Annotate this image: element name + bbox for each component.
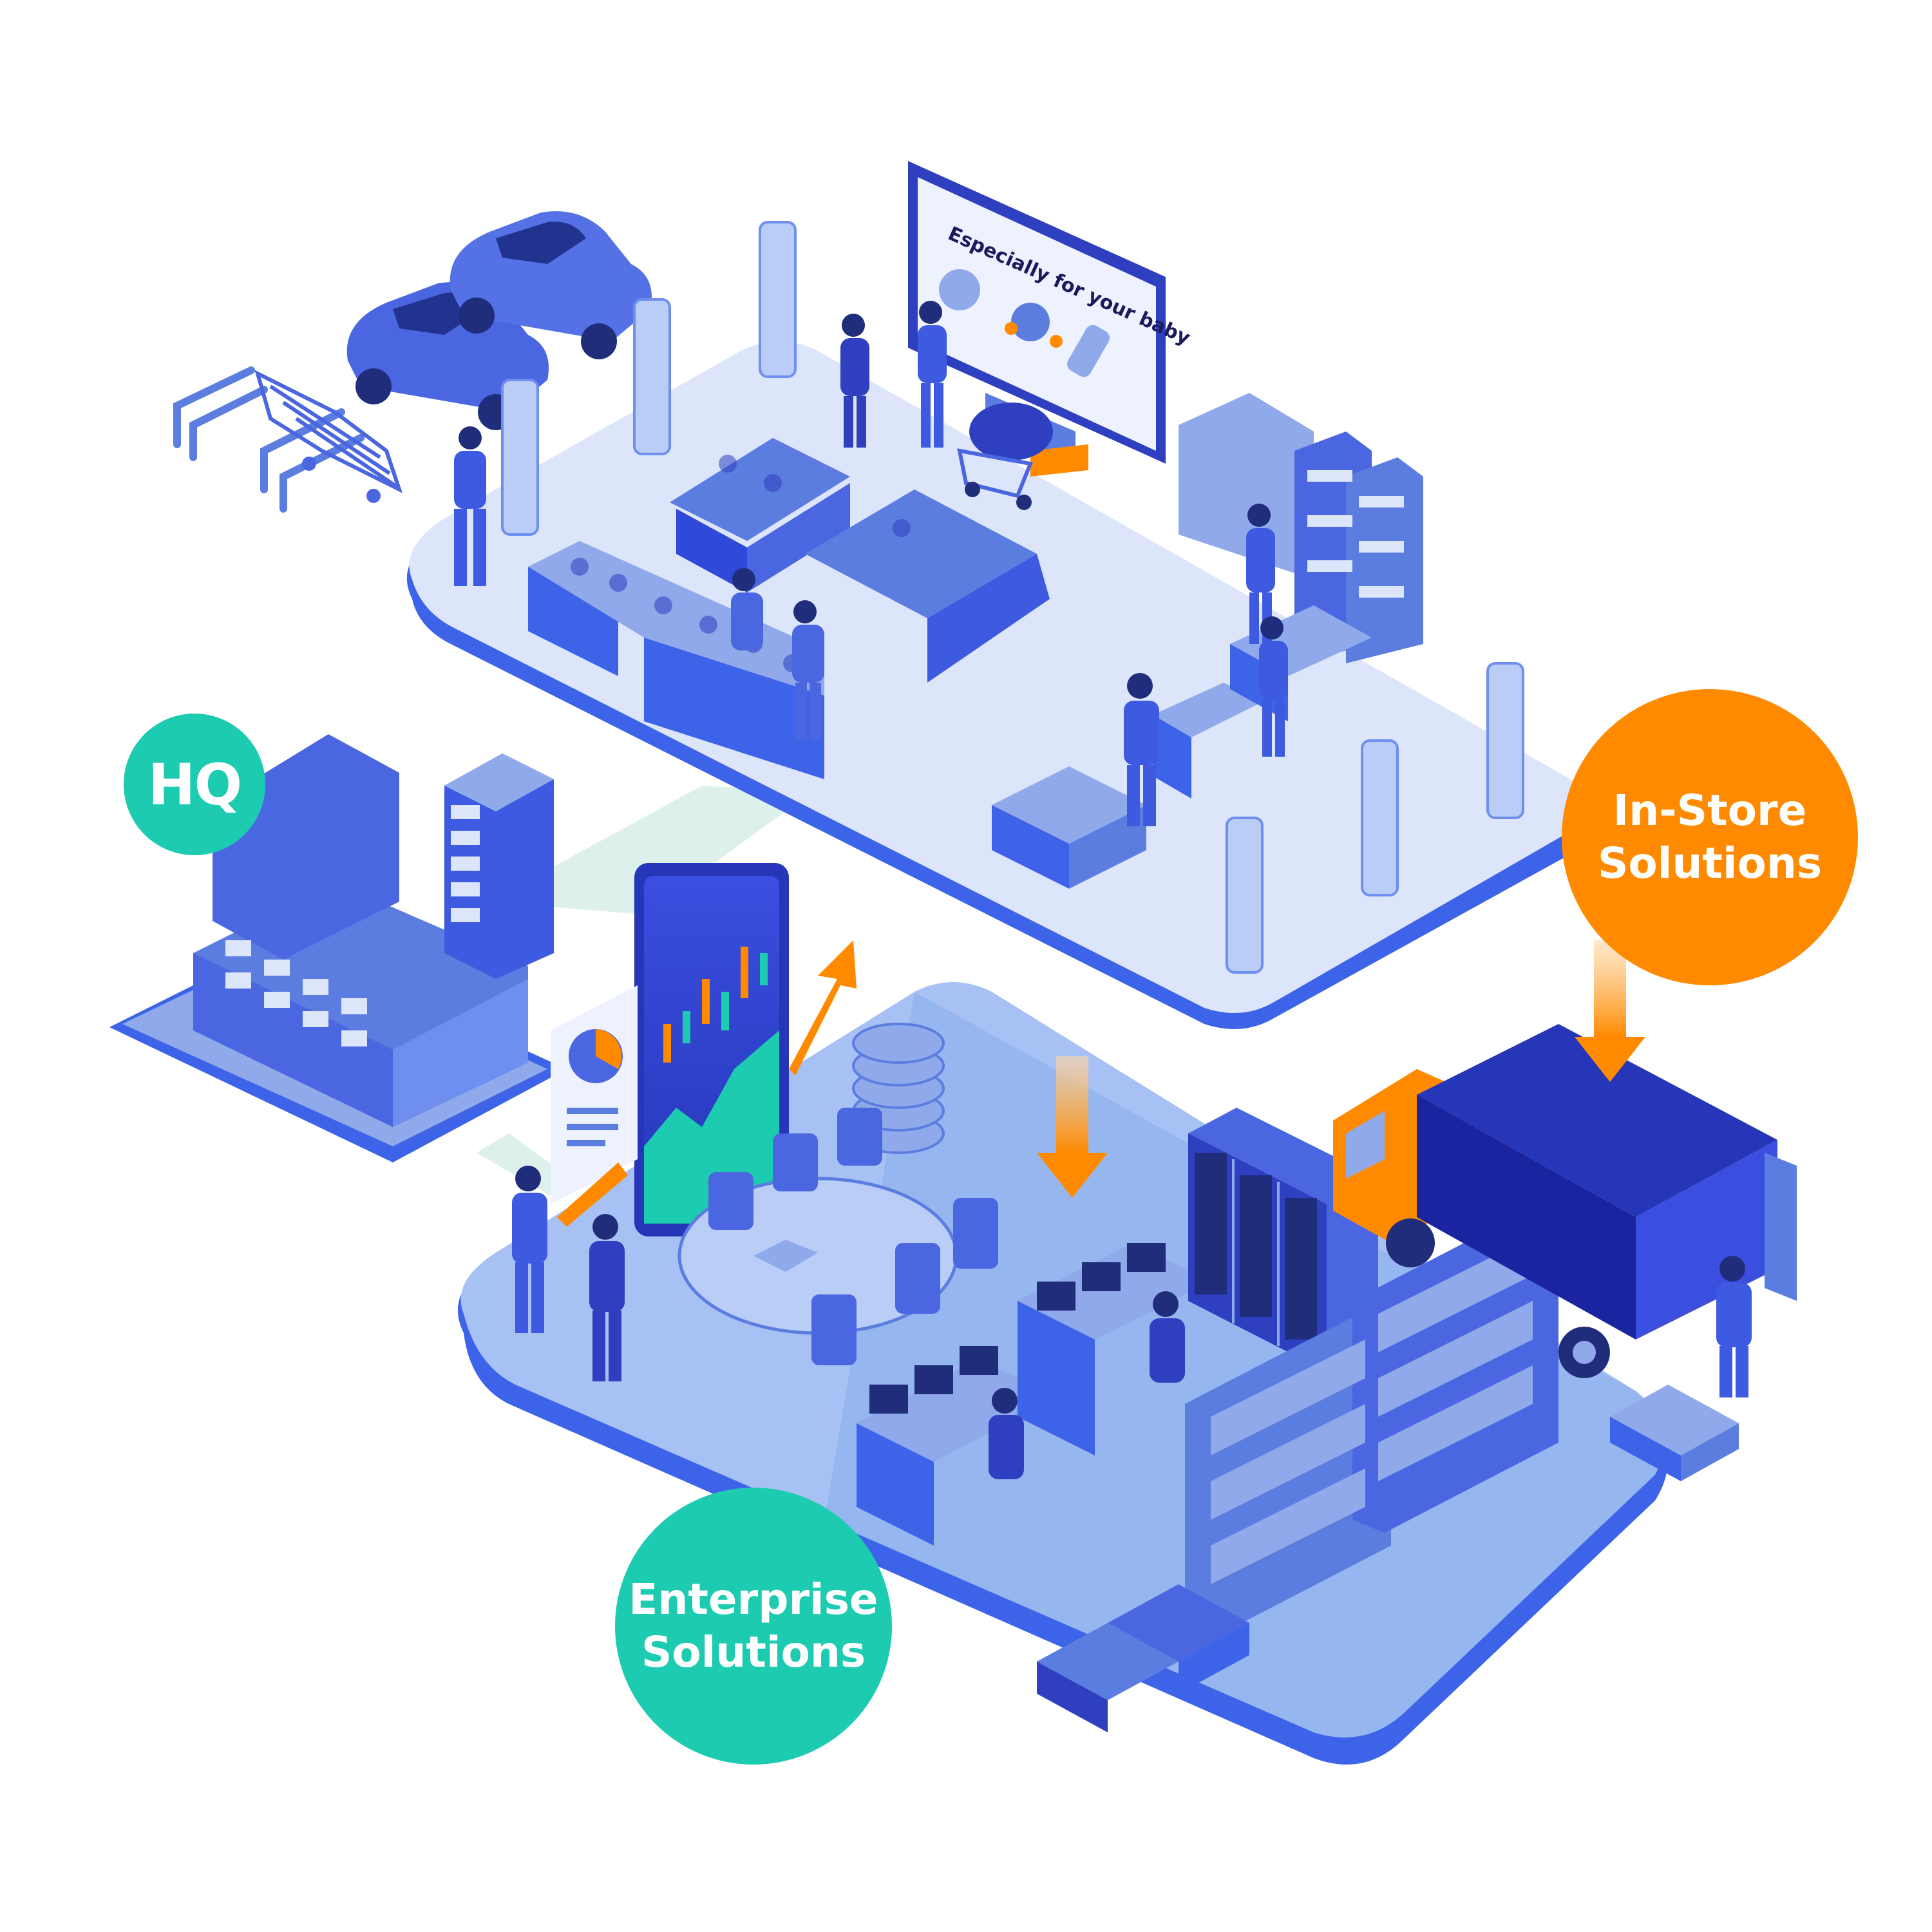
arrow-down-icon: [1037, 1056, 1108, 1198]
person-icon: [1246, 504, 1275, 644]
arrow-down-icon: [1575, 940, 1645, 1082]
person-icon: [1716, 1256, 1752, 1397]
enterprise-solutions-badge: Enterprise Solutions: [615, 1488, 892, 1765]
server-rack-icon: [1188, 1108, 1378, 1372]
person-icon: [1124, 673, 1159, 826]
in-store-badge-line2: Solutions: [1597, 838, 1823, 888]
delivery-truck-icon: [1333, 1024, 1797, 1378]
meeting-table-icon: [677, 1108, 998, 1365]
produce-display-icon: [528, 438, 1050, 779]
person-icon: [840, 314, 869, 448]
agv-robot-icon: [1037, 1385, 1739, 1732]
person-icon: [918, 301, 947, 448]
hq-badge: HQ: [124, 714, 265, 855]
person-icon: [1150, 1291, 1185, 1383]
parking-rails: [173, 366, 365, 513]
enterprise-badge-line2: Solutions: [641, 1627, 866, 1677]
operator-desk-icon: [857, 1243, 1211, 1546]
person-icon: [512, 1166, 547, 1333]
warehouse-shelf-icon: [1185, 1211, 1558, 1636]
in-store-solutions-badge: In-Store Solutions: [1562, 689, 1858, 985]
security-gate-icon: [501, 221, 1524, 974]
person-icon: [589, 1214, 625, 1381]
person-icon: [989, 1388, 1024, 1479]
car-icon: [450, 211, 652, 359]
shopping-cart-icon: [254, 370, 403, 503]
office-building-icon: [109, 734, 567, 1162]
person-icon: [792, 600, 824, 741]
person-icon: [731, 568, 763, 650]
person-icon: [454, 426, 486, 586]
arrow-up-icon: [557, 940, 857, 1227]
report-board-icon: [551, 985, 638, 1204]
stock-chart-phone-icon: [634, 863, 789, 1236]
digital-signage-icon: Especially for your baby: [908, 161, 1194, 477]
stroller-icon: [957, 402, 1053, 510]
person-icon: [1259, 616, 1288, 757]
hq-badge-label: HQ: [147, 751, 242, 818]
in-store-badge-line1: In-Store: [1613, 786, 1807, 835]
enterprise-badge-line1: Enterprise: [629, 1575, 878, 1624]
